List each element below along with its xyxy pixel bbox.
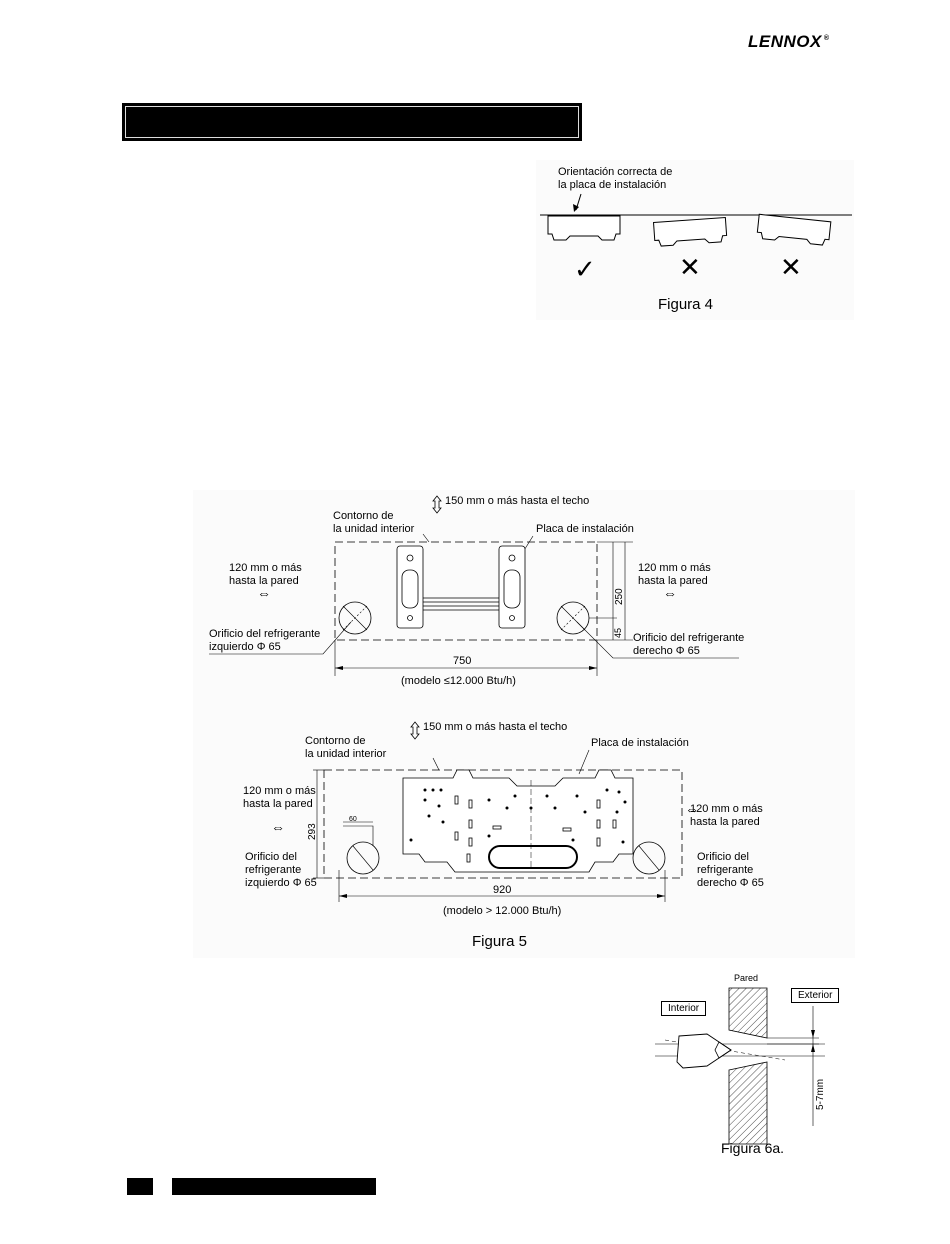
section-title-bar-border [125,106,579,138]
fig5-bottom-right-arrow: ⇔ [685,801,699,817]
fig5-bottom-model: (modelo > 12.000 Btu/h) [443,905,562,917]
fig5-top-left-hole-2: izquierdo Φ 65 [209,641,281,653]
figure-4-cross-mark-2: ✕ [780,252,802,282]
fig5-top-outline-label-2: la unidad interior [333,523,415,535]
fig5-top-ceiling-label: 150 mm o más hasta el techo [445,495,590,507]
brand-logo: LENNOX® [748,32,830,52]
fig5-bottom-left-arrow: ⇔ [271,819,285,835]
fig5-bottom-right-wall-1: 120 mm o más [690,803,763,815]
brand-name: LENNOX [748,32,822,51]
fig5-top-model: (modelo ≤12.000 Btu/h) [401,675,516,687]
fig5-bottom-left-hole-2: refrigerante [245,864,302,876]
fig5-bottom-height-dim: 293 [307,823,318,840]
fig6a-drawing: 5-7mm [655,987,826,1145]
fig5-top-left-arrow: ⇔ [257,585,271,601]
footer-page-number-bar [127,1178,153,1195]
footer-title-bar [172,1178,376,1195]
figure-4-caption: Figura 4 [658,296,714,313]
fig5-top-offset-dim: 45 [613,628,623,638]
figure-6a: Pared Interior Exterior 5-7mm Figura 6a. [655,966,855,1162]
figure-5-drawing: ⇔ ⇔ 250 45 [209,495,739,902]
figure-4-check-mark: ✓ [574,254,596,284]
figure-5-caption: Figura 5 [472,933,528,950]
fig5-bottom-small-dim: 60 [349,816,357,823]
fig5-bottom-right-hole-1: Orificio del [697,851,749,863]
fig5-bottom-right-wall-2: hasta la pared [690,816,760,828]
figure-4-cross-mark-1: ✕ [679,252,701,282]
fig5-top-right-wall-2: hasta la pared [638,575,708,587]
fig5-top-plate-label: Placa de instalación [536,523,634,535]
fig5-top-right-wall-1: 120 mm o más [638,562,711,574]
fig5-top-left-hole-1: Orificio del refrigerante [209,628,321,640]
fig5-top-outline-label-1: Contorno de [333,510,394,522]
fig5-top-left-wall-2: hasta la pared [229,575,299,587]
figure-4: Orientación correcta de la placa de inst… [536,160,854,320]
fig5-bottom-left-hole-3: izquierdo Φ 65 [245,877,317,889]
brand-mark: ® [823,35,830,43]
fig5-bottom-outline-label-1: Contorno de [305,735,366,747]
fig5-top-right-hole-1: Orificio del refrigerante [633,632,745,644]
fig5-top-right-arrow: ⇔ [663,585,677,601]
fig5-top-width-dim: 750 [453,655,472,667]
fig6a-wall-label: Pared [734,973,759,983]
fig5-top-right-hole-2: derecho Φ 65 [633,645,700,657]
figure-6a-caption: Figura 6a. [721,1140,785,1156]
figure-4-drawing: ✓ ✕ ✕ [540,193,852,284]
figure-4-label-line2: la placa de instalación [558,179,667,191]
fig5-top-left-wall-1: 120 mm o más [229,562,302,574]
fig5-bottom-plate-label: Placa de instalación [591,737,689,749]
fig5-bottom-left-wall-2: hasta la pared [243,798,313,810]
figure-5: 150 mm o más hasta el techo Contorno de … [193,490,855,958]
figure-4-label-line1: Orientación correcta de [558,166,673,178]
fig5-bottom-right-hole-3: derecho Φ 65 [697,877,764,889]
section-title-bar [122,103,582,141]
fig6a-interior-label: Interior [661,1001,707,1016]
fig5-bottom-right-hole-2: refrigerante [697,864,754,876]
fig5-bottom-width-dim: 920 [493,884,512,896]
fig6a-exterior-label: Exterior [791,988,840,1003]
fig6a-dim: 5-7mm [815,1079,826,1110]
fig5-top-height-dim: 250 [614,588,625,605]
fig5-bottom-ceiling-label: 150 mm o más hasta el techo [423,721,568,733]
fig5-bottom-outline-label-2: la unidad interior [305,748,387,760]
fig5-bottom-left-wall-1: 120 mm o más [243,785,316,797]
fig5-bottom-left-hole-1: Orificio del [245,851,297,863]
